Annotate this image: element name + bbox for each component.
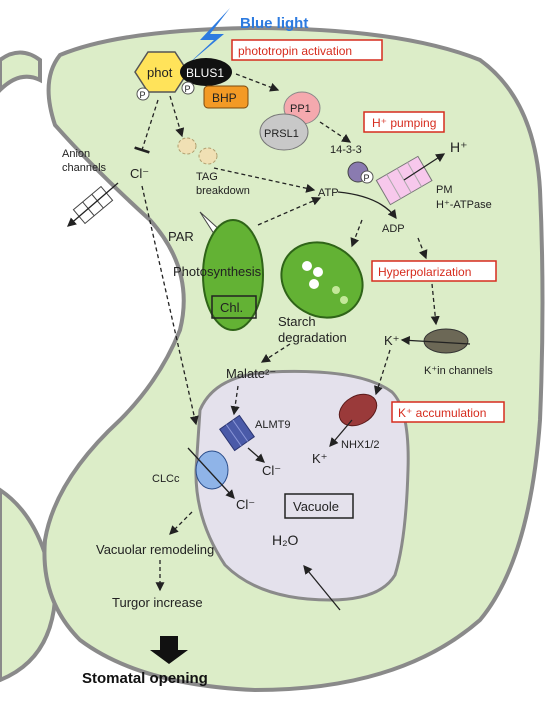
starch-label-1: Starch (278, 314, 316, 329)
arrow-malate-to-almt9 (230, 385, 240, 416)
guard-cell (42, 25, 545, 693)
vacuole-label: Vacuole (293, 499, 339, 514)
blue-light-bolt-icon (186, 8, 230, 66)
malate-label: Malate²⁻ (226, 366, 276, 381)
blus1-phosphate-label: P (185, 84, 191, 94)
tag-label-1: TAG (196, 171, 218, 183)
par-label: PAR (168, 229, 194, 244)
arrow-chl-to-atp (257, 196, 322, 226)
chl-label: Chl. (220, 300, 243, 315)
almt9-channel (219, 414, 255, 452)
pm-label: PM (436, 184, 453, 196)
stomatal-opening-label: Stomatal opening (82, 670, 208, 687)
vacuolar-remodeling-label: Vacuolar remodeling (96, 542, 214, 557)
phot-label: phot (147, 65, 173, 80)
adp-label: ADP (382, 223, 405, 235)
pp1-label: PP1 (290, 103, 311, 115)
hyperpolarization-box (371, 260, 497, 282)
connectors (67, 73, 471, 611)
stomatal-opening-arrow-icon (150, 636, 188, 664)
arrow-atp-to-adp (337, 191, 397, 220)
chl-box (211, 295, 257, 319)
almt9-label: ALMT9 (255, 419, 290, 431)
hyperpolarization-label: Hyperpolarization (378, 265, 471, 279)
h2o-label: H₂O (272, 532, 299, 548)
nhx-label: NHX1/2 (341, 439, 380, 451)
chloroplast-1 (202, 219, 264, 331)
arrow-atpase-h-out (403, 153, 446, 181)
arrow-nhx-to-k-vacuole (329, 419, 353, 447)
h-atpase-label: H⁺-ATPase (436, 199, 492, 211)
arrow-tag-to-atp (213, 167, 316, 193)
arrow-atp-to-starch (350, 219, 363, 248)
arrow-adp-to-hyperpol (417, 237, 428, 260)
k-accumulation-label: K⁺ accumulation (398, 406, 486, 420)
blue-light-label: Blue light (240, 15, 308, 32)
k-plus-vacuole-label: K⁺ (312, 451, 328, 466)
h-pumping-label: H⁺ pumping (372, 116, 436, 130)
h-pumping-box (363, 111, 445, 133)
blus1-node (180, 58, 232, 86)
h-atpase-pump (375, 155, 433, 206)
k-plus-label: K⁺ (384, 333, 400, 348)
bhp-label: BHP (212, 91, 237, 105)
tag-label-2: breakdown (196, 185, 250, 197)
atp-label: ATP (318, 187, 339, 199)
arrow-pp1-to-14-3-3 (319, 121, 352, 143)
prsl1-label: PRSL1 (264, 128, 299, 140)
phot-phosphate-label: P (140, 90, 146, 100)
k-accumulation-box (391, 401, 505, 423)
starch-grain-2 (313, 267, 323, 277)
phot-phosphate (136, 87, 150, 101)
nhx-channel (338, 393, 378, 427)
arrow-k-to-nhx (374, 349, 391, 396)
h-plus-out-label: H⁺ (450, 139, 468, 155)
cl-minus-almt9-label: Cl⁻ (262, 463, 281, 478)
tag-droplet-2 (198, 147, 218, 165)
inhibit-phot-to-cl (134, 99, 159, 154)
arrow-clcc-through (187, 447, 235, 499)
starch-grain-3 (309, 279, 319, 289)
k-in-channel (423, 328, 469, 354)
arrow-kchannel-to-k (400, 335, 471, 346)
arrow-cl-to-clcc (141, 185, 199, 426)
starch-grain-4 (332, 286, 340, 294)
anion-channels-label-2: channels (62, 162, 107, 174)
arrow-starch-to-malate (260, 343, 291, 363)
starch-grain-1 (302, 261, 312, 271)
neighbor-cell-top-left (0, 50, 42, 93)
arrow-almt9-to-cl (247, 447, 265, 463)
arrow-h2o-in (303, 564, 341, 611)
atpase-phosphate (360, 170, 374, 184)
tag-droplet-1 (177, 137, 197, 155)
starch-label-2: degradation (278, 330, 347, 345)
clcc-channel (195, 450, 229, 490)
turgor-increase-label: Turgor increase (112, 595, 203, 610)
atpase-phosphate-label: P (364, 173, 370, 183)
starch-grain-5 (340, 296, 348, 304)
photosynthesis-label: Photosynthesis (173, 264, 262, 279)
blus1-phosphate (181, 81, 195, 95)
cl-minus-top-label: Cl⁻ (130, 166, 149, 181)
cl-minus-clcc-label: Cl⁻ (236, 497, 255, 512)
arrow-clcc-to-remodeling (169, 511, 193, 535)
blus1-label: BLUS1 (186, 66, 224, 80)
arrow-anion-channel-out (67, 182, 119, 227)
k-in-channels-label: K⁺in channels (424, 365, 493, 377)
fourteen-3-3-label: 14-3-3 (330, 144, 362, 156)
bhp-node (203, 85, 249, 109)
phototropin-activation-label: phototropin activation (238, 44, 352, 58)
anion-channels-label-1: Anion (62, 148, 90, 160)
vacuole-box (284, 493, 354, 519)
phototropin-activation-box (231, 39, 383, 61)
arrow-blus1-to-pp1 (235, 73, 280, 92)
prsl1-node (259, 113, 309, 151)
clcc-label: CLCc (152, 473, 180, 485)
